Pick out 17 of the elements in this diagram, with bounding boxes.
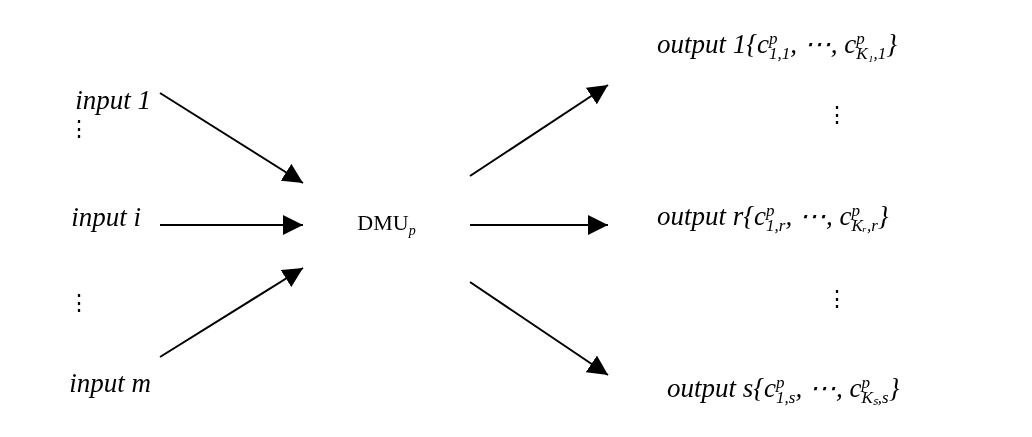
unit-label: DMU$_{p}$ xyxy=(357,210,416,240)
arrow xyxy=(159,267,304,358)
arrow xyxy=(159,215,304,235)
input-label: input 1 xyxy=(75,84,151,116)
output-label: output s{c$^{p}$$_{1,s}$, ⋯, c$^{p}$$_{Kₛ,s}$} xyxy=(667,372,900,404)
arrow xyxy=(469,215,609,235)
arrow xyxy=(469,281,609,376)
output-label: output 1{c$^{p}$$_{1,1}$, ⋯, c$^{p}$$_{K₁,1}$} xyxy=(657,28,898,60)
ellipsis-label: ⋮ xyxy=(826,288,848,310)
output-label: output r{c$^{p}$$_{1,r}$, ⋯, c$^{p}$$_{Kᵣ,r}$} xyxy=(657,200,889,232)
ellipsis-label: ⋮ xyxy=(68,118,90,140)
input-label: input i xyxy=(71,201,141,233)
arrow xyxy=(159,92,304,184)
input-label: input m xyxy=(69,367,151,399)
ellipsis-label: ⋮ xyxy=(826,104,848,126)
arrow xyxy=(469,84,609,177)
ellipsis-label: ⋮ xyxy=(68,292,90,314)
